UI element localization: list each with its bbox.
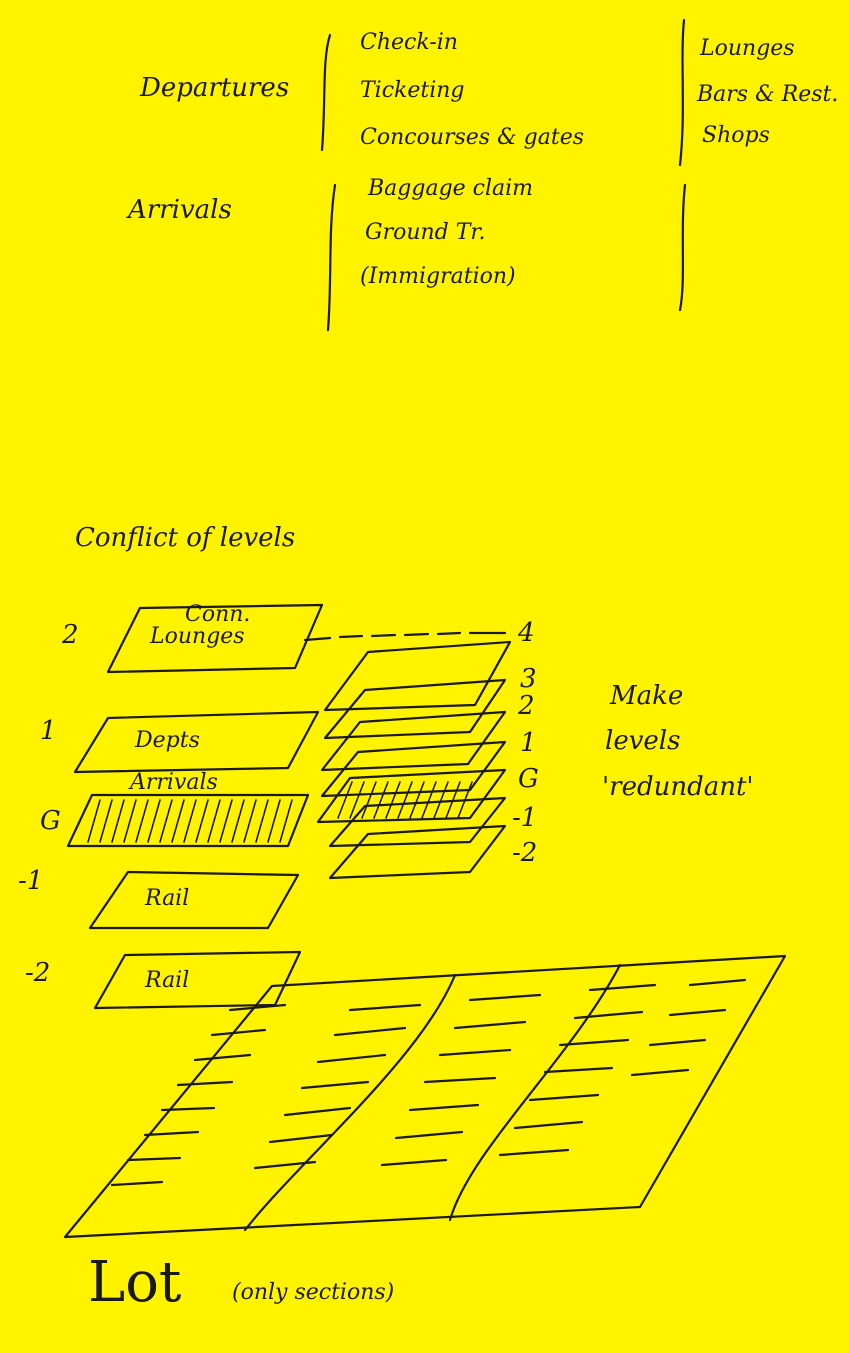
note-line-3: 'redundant' [602,772,754,802]
left-level-minus-2-number: -2 [25,958,51,988]
left-plane-minus-2-label: Rail [145,968,190,993]
left-plane-1-label: Depts [135,728,200,753]
note-line-2: levels [605,726,681,756]
left-plane-minus-1 [88,870,300,930]
right-level-g: G [518,764,539,794]
right-plane-3 [323,678,507,740]
departures-item-concourses: Concourses & gates [360,125,585,150]
left-plane-minus-1-label: Rail [145,886,190,911]
left-plane-1 [73,710,320,774]
right-level-3: 3 [520,664,537,694]
right-level-1: 1 [520,728,537,758]
right-level-minus-2: -2 [512,838,538,868]
right-plane-4 [323,640,512,712]
right-plane-1 [320,740,507,798]
amenity-bars: Bars & Rest. [697,82,839,107]
left-plane-2 [106,603,324,674]
left-level-1-number: 1 [40,716,57,746]
lot-plane [63,954,787,1239]
left-plane-minus-2 [93,950,302,1010]
lot-aisle-2 [448,963,622,1222]
left-level-2-number: 2 [62,620,79,650]
note-line-1: Make [610,681,684,711]
conflict-title: Conflict of levels [75,523,296,553]
right-plane-minus-2 [328,824,507,880]
arrivals-item-ground: Ground Tr. [365,220,486,245]
right-level-4: 4 [518,618,535,648]
right-plane-g [316,768,507,824]
brace-departures [320,33,332,152]
lot-stall-marks [110,978,747,1187]
departures-label: Departures [140,73,290,103]
departures-item-ticketing: Ticketing [360,78,465,103]
lot-note: (only sections) [232,1280,395,1305]
left-plane-2-label: Lounges [150,624,245,649]
brace-arrivals [326,183,337,332]
divider-amenities-top [678,18,686,167]
right-level-2: 2 [518,691,535,721]
arrivals-label: Arrivals [128,195,232,225]
amenity-shops: Shops [702,123,770,148]
left-plane-g [66,793,310,848]
lot-aisle-1 [243,973,457,1232]
left-plane-g-hatch [87,799,293,843]
left-level-minus-1-number: -1 [18,866,44,896]
connector-dash [303,631,507,642]
right-plane-minus-1 [328,796,507,848]
arrivals-item-baggage: Baggage claim [368,176,534,201]
amenity-lounges: Lounges [700,36,795,61]
right-level-minus-1: -1 [512,803,538,833]
arrivals-item-immigration: (Immigration) [360,264,516,289]
departures-item-check-in: Check-in [360,30,458,55]
left-plane-g-label: Arrivals [130,770,218,795]
left-plane-2-note: Conn. [185,602,251,627]
left-level-g-number: G [40,806,61,836]
divider-amenities-bottom [678,183,687,312]
lot-label: Lot [88,1250,182,1315]
right-plane-2 [320,710,507,772]
right-plane-g-hatch [337,781,473,819]
